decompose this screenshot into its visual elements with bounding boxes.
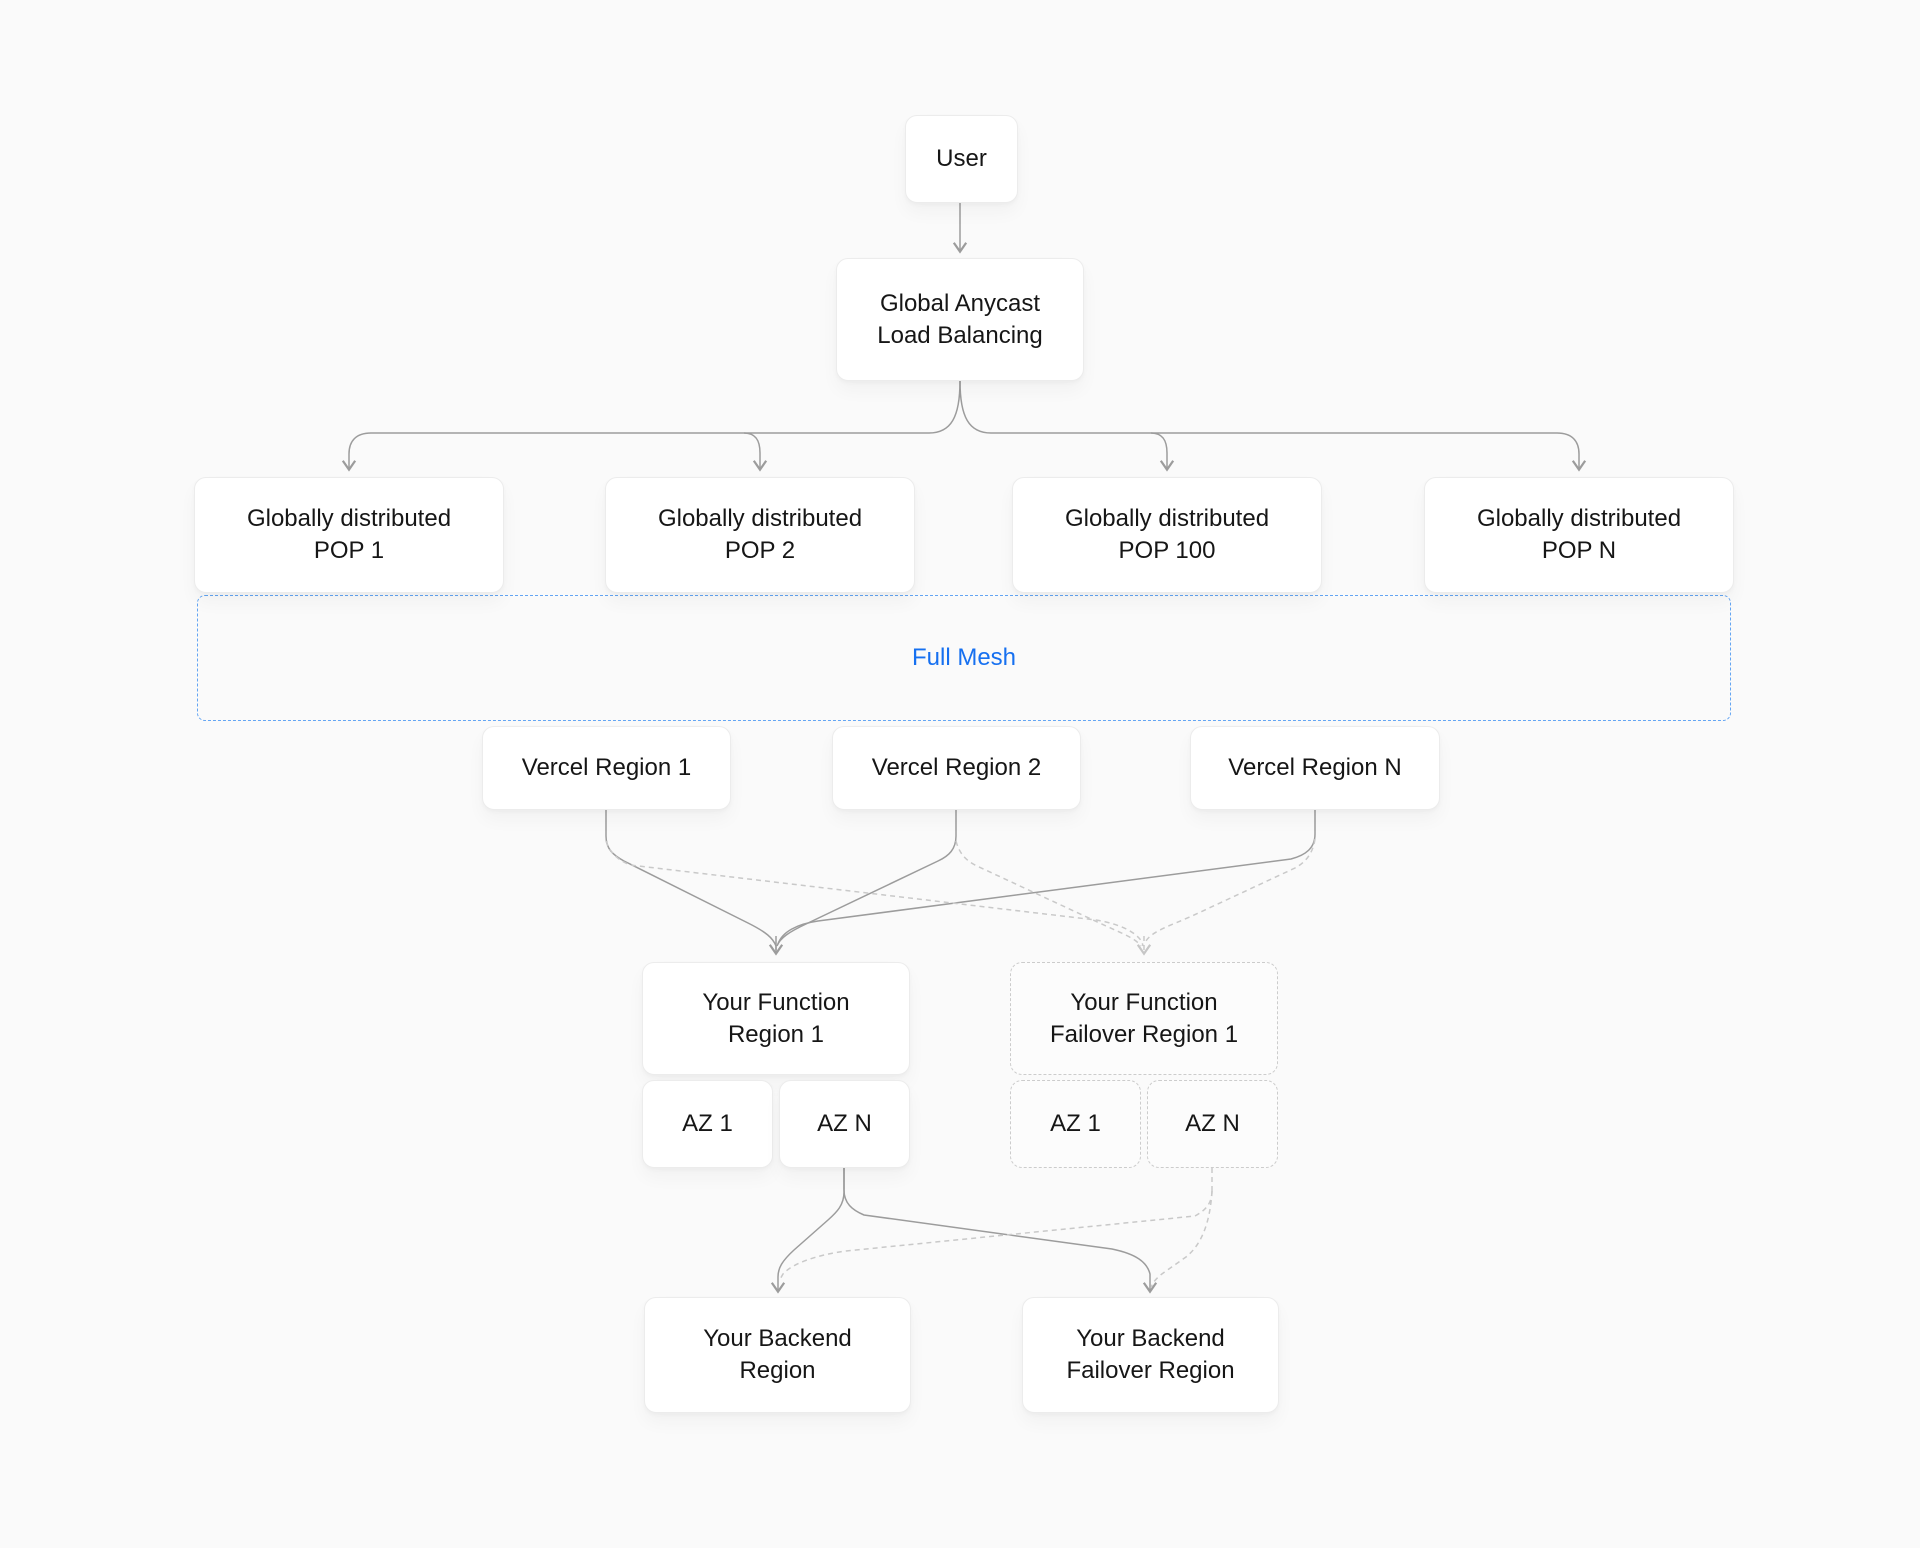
node-pop-n-label-line2: POP N [1541, 537, 1617, 564]
node-pop-2-label-line2: POP 2 [724, 537, 796, 564]
node-vercel-region-n-label: Vercel Region N [1228, 754, 1402, 781]
node-backend-failover-label-line1: Your Backend [1076, 1325, 1225, 1352]
node-load-balancer-label-line2: Load Balancing [877, 321, 1043, 349]
node-pop-100-label-line1: Globally distributed [1064, 505, 1270, 532]
node-failover-az-n: AZ N [1147, 1080, 1278, 1168]
edge-vrn-to-failover [1145, 838, 1316, 942]
node-az-1: AZ 1 [642, 1080, 773, 1168]
node-vercel-region-n: Vercel Region N [1190, 726, 1440, 810]
edge-vr2-to-failover [955, 840, 1142, 947]
edge-vr2-to-function [776, 810, 957, 947]
edge-failover-azn-to-backend-failover [1150, 1190, 1213, 1289]
node-function-region-1-label-line2: Region 1 [727, 1020, 825, 1048]
node-backend-region-label-line2: Region [739, 1357, 816, 1384]
node-pop-2-label-line1: Globally distributed [657, 505, 863, 532]
edge-azn-to-backend-failover [843, 1168, 1158, 1294]
node-function-failover-label-line2: Failover Region 1 [1049, 1020, 1239, 1048]
edge-vr1-to-function [605, 810, 777, 950]
node-function-region-1: Your Function Region 1 [642, 962, 910, 1075]
node-function-failover-region-1: Your Function Failover Region 1 [1010, 962, 1278, 1075]
edge-azn-to-backend [770, 1168, 845, 1294]
node-user: User [905, 115, 1018, 203]
node-failover-az-1-label: AZ 1 [1050, 1110, 1101, 1137]
node-user-label: User [936, 145, 987, 172]
node-pop-100-label-line2: POP 100 [1118, 537, 1216, 564]
edge-lb-to-pop1 [341, 380, 961, 472]
node-vercel-region-2-label: Vercel Region 2 [871, 754, 1042, 781]
node-pop-1-label-line1: Globally distributed [246, 505, 452, 532]
full-mesh-zone: Full Mesh [197, 595, 1731, 721]
node-function-region-1-label-line1: Your Function [702, 988, 850, 1016]
node-pop-n: Globally distributed POP N [1424, 477, 1734, 593]
edge-lb-to-popn [959, 380, 1587, 472]
node-function-failover-label-line1: Your Function [1070, 988, 1218, 1016]
node-az-1-label: AZ 1 [682, 1110, 733, 1137]
node-backend-region: Your Backend Region [644, 1297, 911, 1413]
edge-vrn-to-function [777, 810, 1316, 945]
edge-vr1-to-failover [605, 840, 1144, 947]
node-pop-1-label-line2: POP 1 [313, 537, 385, 564]
node-vercel-region-2: Vercel Region 2 [832, 726, 1081, 810]
node-pop-1: Globally distributed POP 1 [194, 477, 504, 593]
node-pop-2: Globally distributed POP 2 [605, 477, 915, 593]
node-az-n: AZ N [779, 1080, 910, 1168]
node-vercel-region-1-label: Vercel Region 1 [521, 754, 692, 781]
node-pop-100: Globally distributed POP 100 [1012, 477, 1322, 593]
edge-lb-to-pop100 [1150, 432, 1175, 472]
node-backend-region-label-line1: Your Backend [703, 1325, 852, 1352]
node-backend-failover-region: Your Backend Failover Region [1022, 1297, 1279, 1413]
node-pop-n-label-line1: Globally distributed [1476, 505, 1682, 532]
node-load-balancer-label-line1: Global Anycast [879, 289, 1041, 317]
node-failover-az-1: AZ 1 [1010, 1080, 1141, 1168]
node-load-balancer: Global Anycast Load Balancing [836, 258, 1084, 381]
edge-lb-to-pop2 [743, 432, 768, 472]
edge-failover-azn-to-backend [778, 1190, 1213, 1282]
full-mesh-label: Full Mesh [911, 644, 1017, 671]
node-backend-failover-label-line2: Failover Region [1066, 1357, 1235, 1384]
node-vercel-region-1: Vercel Region 1 [482, 726, 731, 810]
node-failover-az-n-label: AZ N [1185, 1110, 1240, 1137]
node-az-n-label: AZ N [817, 1110, 872, 1137]
